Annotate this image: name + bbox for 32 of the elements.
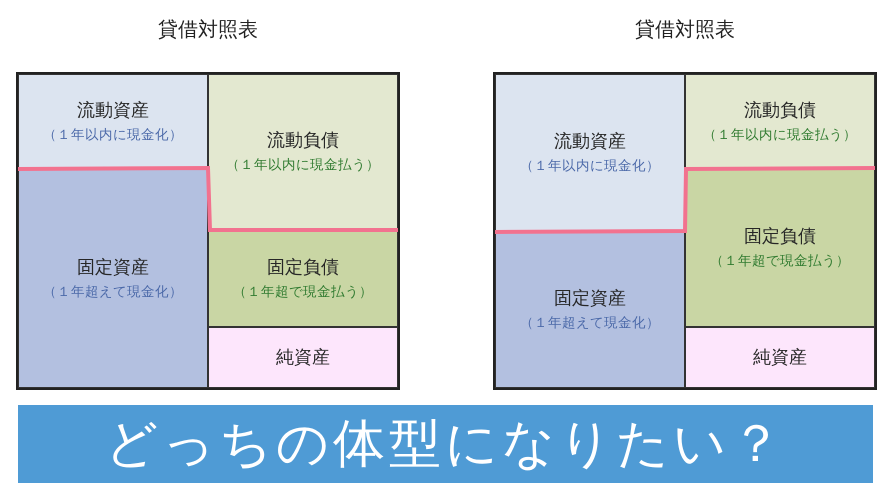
- cell-heading: 純資産: [753, 346, 807, 370]
- cell-heading: 固定資産: [554, 287, 626, 311]
- table-title: 貸借対照表: [158, 16, 258, 42]
- sheet-cell: [18, 169, 208, 388]
- sheet-cell: [495, 74, 685, 232]
- cell-heading: 流動負債: [267, 129, 339, 153]
- sheet-cell: [18, 74, 208, 169]
- cell-note: （１年超で現金払う）: [233, 282, 373, 302]
- cell-note: （１年以内に現金化）: [43, 126, 183, 144]
- sheet-cell: [208, 74, 398, 230]
- sheet-cell: [208, 230, 398, 327]
- sheet-cell: [208, 327, 398, 388]
- cell-heading: 流動負債: [744, 98, 816, 122]
- cell-note: （１年以内に現金払う）: [703, 126, 857, 144]
- sheet-cell: [685, 74, 875, 169]
- question-banner: [18, 405, 873, 483]
- cell-note: （１年以内に現金払う）: [226, 156, 380, 175]
- question-text: どっちの体型になりたい？: [105, 413, 786, 475]
- cell-heading: 流動資産: [77, 98, 149, 122]
- sheet-cell: [495, 232, 685, 388]
- cell-heading: 流動資産: [554, 130, 626, 154]
- cell-note: （１年以内に現金化）: [520, 157, 660, 176]
- cell-heading: 純資産: [276, 346, 330, 370]
- table-title: 貸借対照表: [635, 16, 735, 42]
- sheet-cell: [685, 327, 875, 388]
- cell-note: （１年超えて現金化）: [520, 314, 660, 333]
- cell-note: （１年超で現金払う）: [710, 252, 850, 271]
- cell-note: （１年超えて現金化）: [43, 282, 183, 302]
- sheet-cell: [685, 169, 875, 327]
- cell-heading: 固定資産: [77, 256, 149, 280]
- cell-heading: 固定負債: [267, 256, 339, 280]
- cell-heading: 固定負債: [744, 225, 816, 249]
